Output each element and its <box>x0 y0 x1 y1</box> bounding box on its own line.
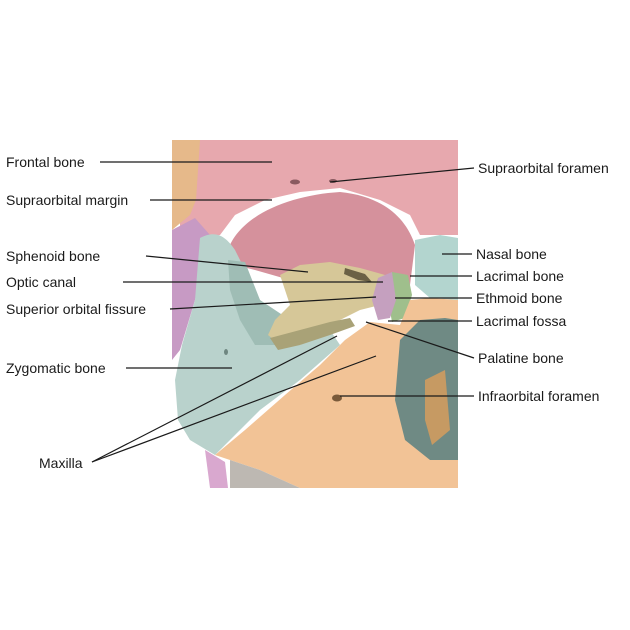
label-infraorbital-foramen: Infraorbital foramen <box>478 388 599 404</box>
leader-palatine-bone <box>365 321 475 359</box>
label-optic-canal: Optic canal <box>6 274 76 290</box>
lower-gray-region <box>230 460 300 488</box>
label-ethmoid-bone: Ethmoid bone <box>476 290 563 306</box>
label-supraorbital-foramen: Supraorbital foramen <box>478 160 609 176</box>
supraorbital-notch-left <box>290 179 300 185</box>
nasal-septum-shading <box>425 370 450 445</box>
infraorbital-foramen-opening <box>332 394 342 402</box>
zygomatic-foramen <box>224 349 228 355</box>
labels: Frontal bone Supraorbital margin Sphenoi… <box>6 154 609 471</box>
label-nasal-bone: Nasal bone <box>476 246 547 262</box>
label-lacrimal-bone: Lacrimal bone <box>476 268 564 284</box>
skull-illustration <box>172 140 458 488</box>
frontal-bone-region <box>180 140 458 245</box>
leader-maxilla-1 <box>91 335 338 463</box>
cheek-lower-pink <box>205 450 228 488</box>
label-palatine-bone: Palatine bone <box>478 350 564 366</box>
label-zygomatic-bone: Zygomatic bone <box>6 360 106 376</box>
label-superior-orbital-fissure: Superior orbital fissure <box>6 301 146 317</box>
label-maxilla: Maxilla <box>39 455 83 471</box>
leader-maxilla-2 <box>91 355 377 463</box>
label-supraorbital-margin: Supraorbital margin <box>6 192 128 208</box>
superior-orbital-fissure-slit <box>344 268 372 282</box>
ethmoid-bone-region <box>388 272 412 322</box>
nasal-bone-region <box>415 235 458 300</box>
sphenoid-bone-region <box>268 262 392 345</box>
sphenoid-shadow <box>270 318 355 350</box>
leader-lines <box>91 161 475 463</box>
label-lacrimal-fossa: Lacrimal fossa <box>476 313 566 329</box>
lacrimal-bone-region <box>372 272 396 320</box>
label-sphenoid-bone: Sphenoid bone <box>6 248 100 264</box>
label-frontal-bone: Frontal bone <box>6 154 85 170</box>
leader-sphenoid-bone <box>145 255 309 273</box>
leader-supraorbital-foramen <box>329 167 475 183</box>
maxilla-region <box>215 298 458 488</box>
leader-superior-orbital-fissure <box>169 296 377 310</box>
